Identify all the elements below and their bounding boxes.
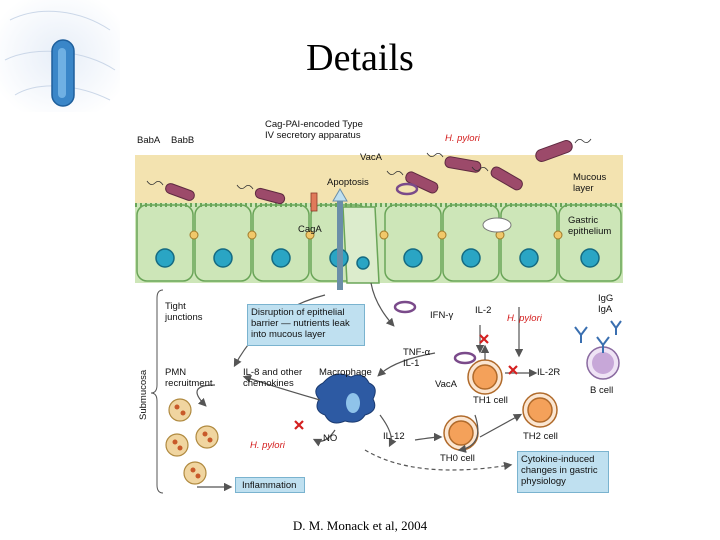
il12-label: IL-12	[383, 431, 405, 442]
vaca-top-label: VacA	[360, 152, 383, 163]
baba-label: BabA	[137, 135, 161, 146]
citation-caption: D. M. Monack et al, 2004	[292, 518, 428, 533]
h-pylori-low-label: H. pylori	[250, 440, 285, 451]
il2r-label: IL-2R	[537, 367, 561, 378]
cytokine-changes-box: Cytokine-induced changes in gastric phys…	[517, 451, 609, 493]
caga-label: CagA	[298, 224, 322, 235]
th2-cell-label: TH2 cell	[523, 431, 558, 442]
macrophage-label: Macrophage	[319, 367, 372, 378]
th1-cell-label: TH1 cell	[473, 395, 508, 406]
ifn-gamma-label: IFN-γ	[430, 310, 454, 321]
igg-iga-label: IgG IgA	[598, 293, 614, 315]
il2-label: IL-2	[475, 305, 492, 316]
disruption-box: Disruption of epithelial barrier — nutri…	[247, 304, 365, 346]
inflammation-box: Inflammation	[235, 477, 305, 493]
babb-label: BabB	[171, 135, 195, 146]
apoptosis-label: Apoptosis	[327, 177, 369, 188]
pmn-recruitment-label: PMN recruitment	[165, 367, 213, 389]
mucous-layer-label: Mucous layer	[573, 172, 607, 194]
epithelial-cell-row	[135, 203, 623, 284]
tight-junctions-label: Tight junctions	[165, 301, 203, 323]
tnf-il1-label: TNF-α IL-1	[403, 347, 431, 369]
h-pylori-mid-label: H. pylori	[507, 313, 542, 324]
vaca-mid-label: VacA	[435, 379, 458, 390]
submucosa-bracket	[150, 289, 164, 494]
h-pylori-top-label: H. pylori	[445, 133, 480, 144]
diagram-artwork	[135, 138, 623, 494]
h-pylori-bacteria	[165, 140, 573, 205]
inhibition-marks	[294, 334, 518, 430]
no-label: NO	[323, 433, 338, 444]
mucous-layer	[135, 155, 623, 205]
macrophage-cell	[315, 373, 376, 424]
gastric-epithelium-label: Gastric epithelium	[568, 215, 612, 237]
submucosa-label: Submucosa	[138, 369, 149, 420]
cag-pai-label: Cag-PAI-encoded Type IV secretory appara…	[265, 119, 363, 141]
th0-cell-label: TH0 cell	[440, 453, 475, 464]
il8-chemokines-label: IL-8 and other chemokines	[243, 367, 303, 389]
b-cell-label: B cell	[590, 385, 614, 396]
slide-title: Details	[306, 37, 414, 79]
t-cells	[443, 359, 558, 451]
pmn-cells	[165, 398, 219, 485]
bacterium-logo-icon	[0, 0, 120, 112]
h-pylori-pathogenesis-diagram: BabA BabB Cag-PAI-encoded Type IV secret…	[135, 115, 623, 500]
